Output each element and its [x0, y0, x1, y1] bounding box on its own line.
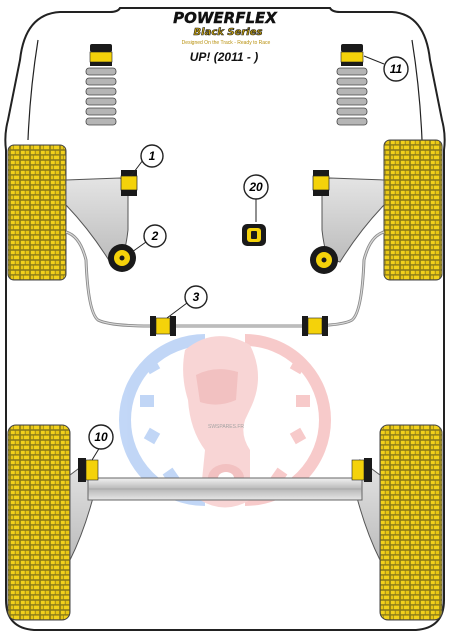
callout-11-leader	[363, 55, 385, 65]
callout-2-leader	[131, 241, 147, 253]
callout-3: 3	[184, 285, 208, 309]
watermark-text: SWSPARES.FR	[208, 424, 244, 430]
callout-1-label: 1	[149, 149, 156, 163]
callout-1: 1	[140, 144, 164, 168]
right-spring-assembly	[336, 44, 368, 126]
model-title: UP! (2011 - )	[190, 50, 258, 64]
callout-1-leader	[130, 159, 144, 177]
rear-right-wheel	[379, 424, 443, 621]
bushing-20-mount	[242, 224, 266, 246]
brand-tagline: Designed On the Track - Ready to Race	[182, 40, 271, 46]
brand-series-text: Black Series	[194, 27, 263, 38]
callout-10-label: 10	[94, 430, 108, 444]
callout-11-label: 11	[390, 62, 403, 76]
callout-20: 20	[243, 174, 269, 200]
brand-header: POWERFLEX Black Series Designed On the T…	[173, 9, 279, 64]
car-body-outline	[4, 7, 446, 631]
callout-11: 11	[383, 56, 409, 82]
callout-20-label: 20	[248, 180, 263, 194]
bushing-1-right	[312, 170, 330, 196]
bushing-2-left	[108, 244, 136, 272]
bushing-3-left	[150, 316, 176, 336]
bushing-10-right	[351, 458, 372, 482]
bushing-1-left	[120, 170, 138, 196]
car-body-inner-line-right	[411, 39, 423, 141]
callout-10: 10	[88, 424, 114, 450]
rear-left-wheel	[7, 424, 71, 621]
callout-3-leader	[166, 302, 188, 319]
brand-logo-text: POWERFLEX	[173, 9, 278, 27]
watermark-logo: SWSPARES.FR	[119, 334, 331, 508]
front-right-wheel	[383, 139, 443, 281]
front-left-wheel	[7, 144, 67, 281]
bushing-10-left	[78, 458, 99, 482]
left-spring-assembly	[85, 44, 117, 126]
bushing-3-right	[302, 316, 328, 336]
callout-3-label: 3	[193, 290, 200, 304]
callout-2-label: 2	[151, 229, 159, 243]
car-body-inner-line-left	[27, 39, 39, 141]
callout-2: 2	[143, 224, 167, 248]
bushing-2-right	[310, 246, 338, 274]
